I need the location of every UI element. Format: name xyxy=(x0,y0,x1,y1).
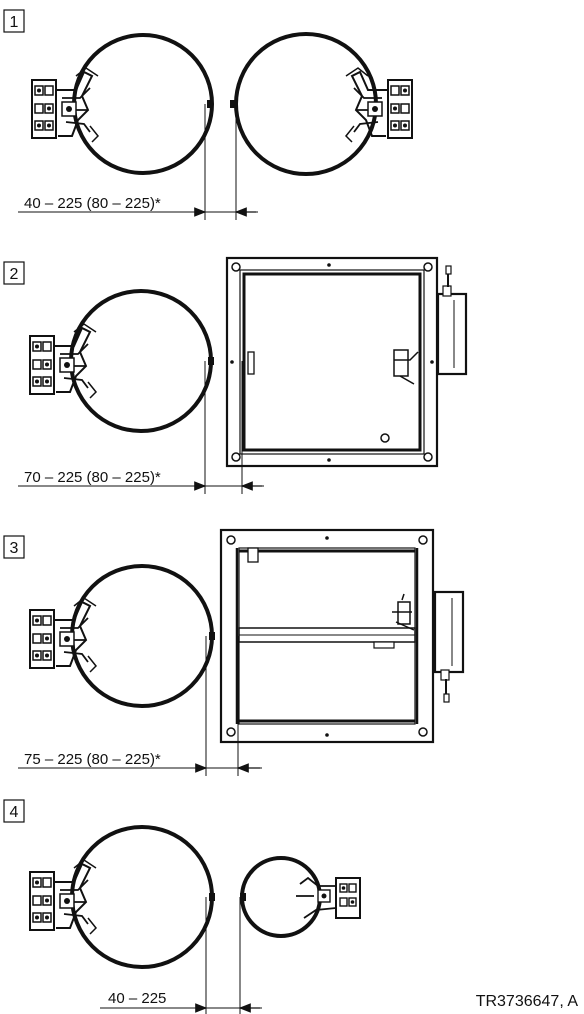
round-duct xyxy=(70,564,215,708)
rectangular-damper-front xyxy=(225,256,439,468)
panel-4: 4 40 – 225 xyxy=(3,799,361,1014)
panel-number: 2 xyxy=(10,266,19,283)
figure-code: TR3736647, A xyxy=(476,993,579,1010)
round-duct xyxy=(69,289,214,433)
round-duct-large xyxy=(70,825,215,969)
damper-actuator-icon xyxy=(29,597,97,673)
damper-actuator-icon xyxy=(29,859,97,935)
panel-number: 4 xyxy=(10,804,19,821)
damper-actuator-icon xyxy=(31,67,99,143)
rectangular-damper-side xyxy=(219,528,435,744)
panel-number: 1 xyxy=(10,14,19,31)
clearance-dimension: 70 – 225 (80 – 225)* xyxy=(24,469,161,486)
damper-actuator-icon xyxy=(29,323,97,399)
clearance-dimension: 40 – 225 (80 – 225)* xyxy=(24,195,161,212)
panel-1: 1 40 – 225 (80 – 225)* xyxy=(3,9,413,220)
clearance-dimension: 40 – 225 xyxy=(108,990,166,1007)
panel-number: 3 xyxy=(10,540,19,557)
panel-number-box xyxy=(3,535,25,559)
damper-actuator-icon xyxy=(345,67,413,143)
actuator-box xyxy=(433,590,465,703)
panel-number-box xyxy=(3,261,25,285)
panel-number-box xyxy=(3,9,25,33)
damper-actuator-icon xyxy=(296,876,361,919)
round-duct-small xyxy=(240,856,322,938)
panel-2: 2 xyxy=(3,256,468,494)
panel-3: 3 xyxy=(3,528,465,776)
panel-number-box xyxy=(3,799,25,823)
clearance-dimension: 75 – 225 (80 – 225)* xyxy=(24,751,161,768)
actuator-box xyxy=(436,265,468,376)
round-duct-right xyxy=(230,32,378,176)
round-duct-left xyxy=(72,33,214,175)
